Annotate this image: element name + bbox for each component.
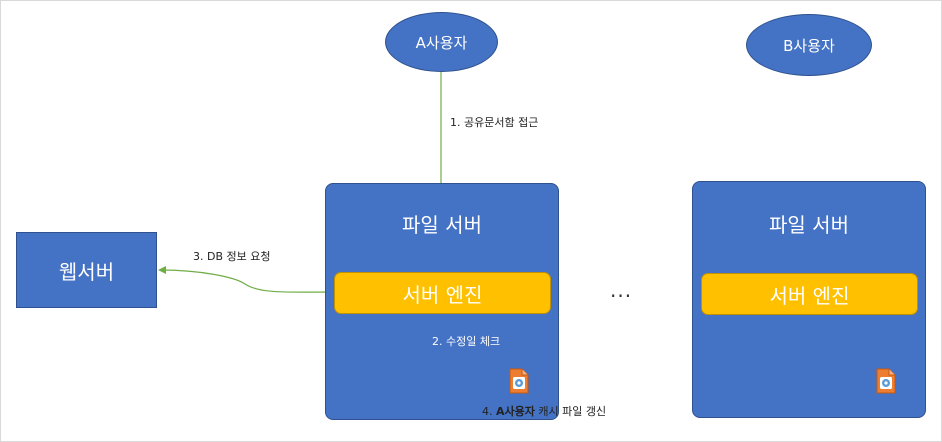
step4-suffix: 캐시 파일 갱신: [534, 405, 607, 418]
file-server-1-title: 파일 서버: [402, 213, 482, 237]
file-server-2-title: 파일 서버: [769, 213, 849, 237]
step4-bold: A사용자: [496, 405, 535, 418]
web-server-label: 웹서버: [58, 259, 115, 284]
step4-prefix: 4.: [482, 405, 496, 418]
server-engine-1: 서버 엔진: [334, 272, 551, 314]
db-request-arrow: [158, 266, 334, 293]
step4-label: 4. A사용자 캐시 파일 갱신: [482, 403, 606, 419]
step3-label: 3. DB 정보 요청: [193, 250, 271, 263]
step1-label: 1. 공유문서함 접근: [450, 116, 539, 129]
web-server-node: 웹서버: [16, 232, 157, 308]
file-server-1: 파일 서버 서버 엔진: [325, 183, 559, 420]
cache-file-icon: [509, 368, 529, 394]
cache-file-icon-2: [876, 368, 896, 394]
server-engine-2: 서버 엔진: [701, 273, 918, 315]
server-engine-1-label: 서버 엔진: [402, 282, 483, 307]
user-b-node: B사용자: [746, 14, 872, 76]
server-engine-2-label: 서버 엔진: [769, 283, 850, 308]
more-servers-ellipsis: ...: [610, 278, 633, 302]
user-b-label: B사용자: [783, 36, 835, 55]
user-a-label: A사용자: [415, 33, 468, 52]
step2-label: 2. 수정일 체크: [432, 335, 501, 348]
user-a-node: A사용자: [385, 12, 498, 72]
